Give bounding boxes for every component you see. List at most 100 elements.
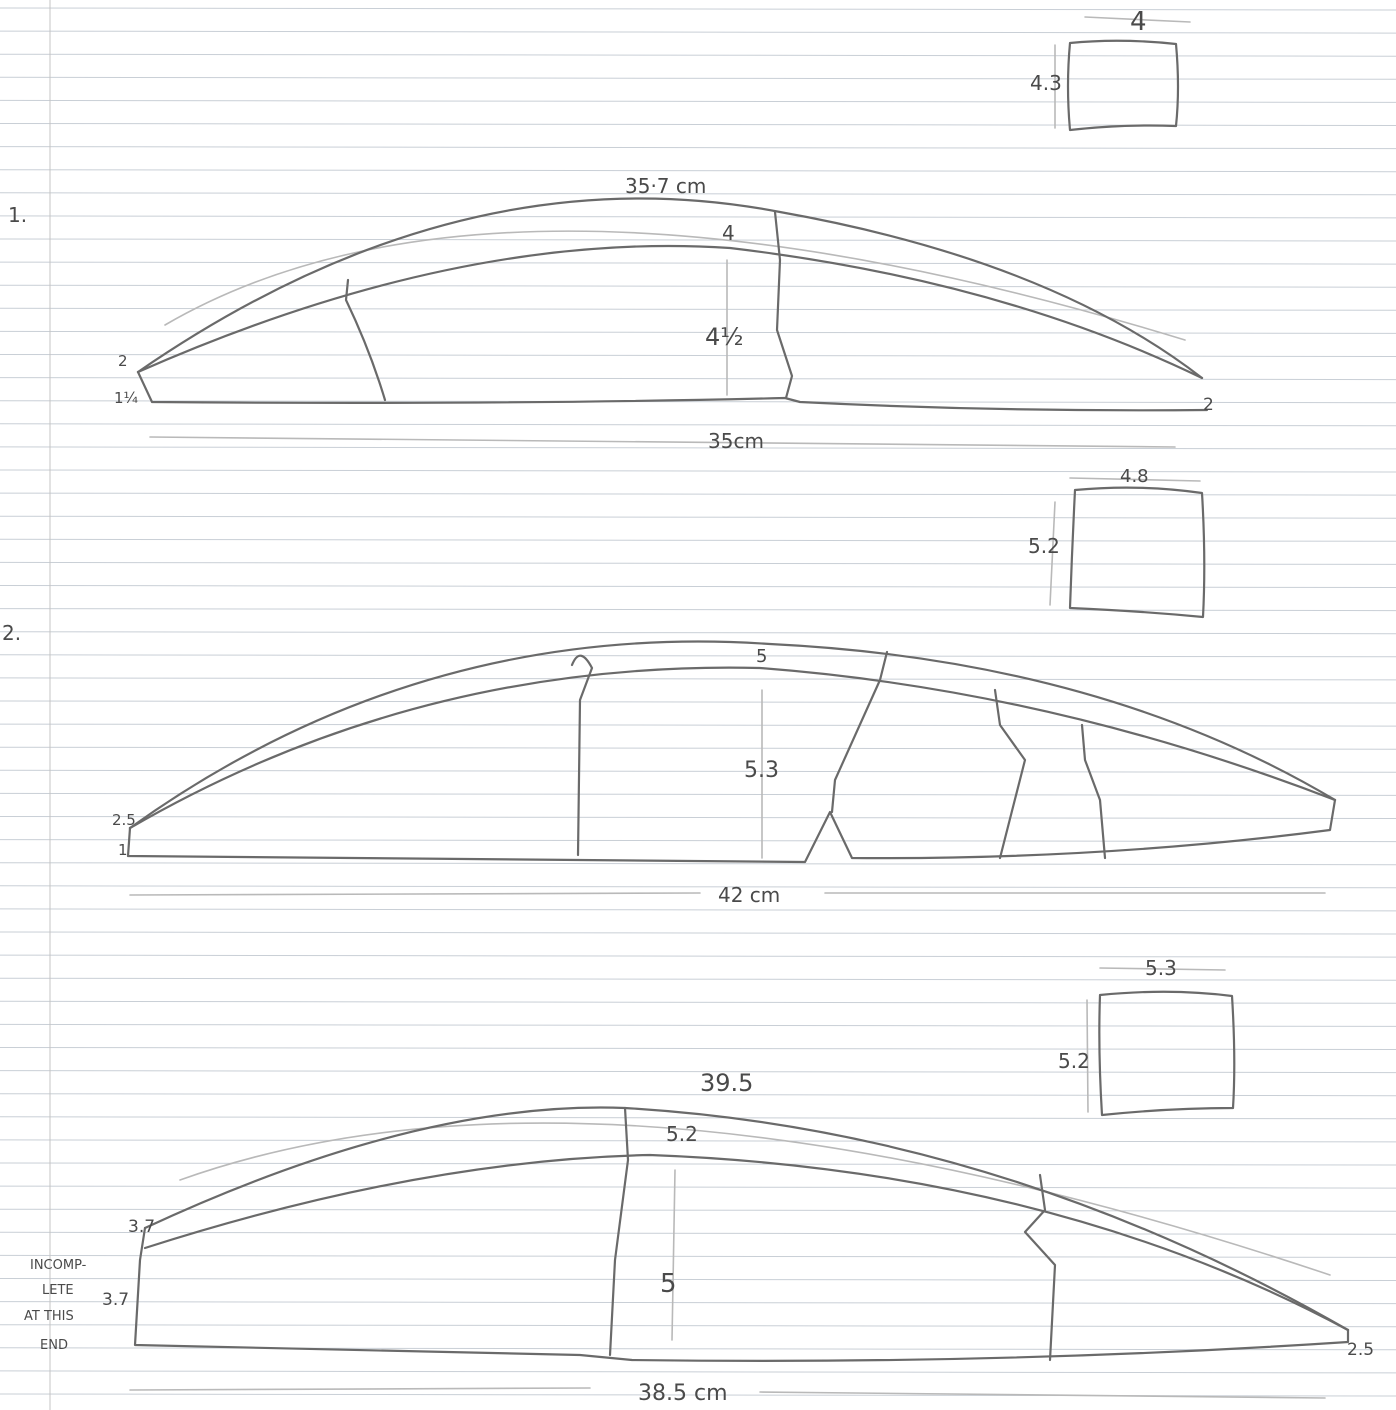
ruled-line [0,123,1396,126]
sketch-3-note-line: INCOMP- [30,1258,87,1273]
ruled-line [0,839,1396,843]
ruled-line [0,53,1396,57]
ruled-line [0,677,1396,681]
ruled-line [0,608,1396,612]
sketch-1-rim-thickness: 4 [722,221,735,245]
ruled-line [0,307,1396,311]
ruled-line [0,423,1396,427]
sketch-2-cross-section: 4.8 5.2 [1028,466,1206,619]
ruled-line [0,1000,1396,1004]
ruled-line [0,931,1396,935]
sketch-3-rim-thickness: 5.2 [666,1122,698,1146]
sketch-1-left-bottom: 1¼ [114,389,139,407]
ruled-line [0,76,1396,80]
sketch-3-right-end: 2.5 [1347,1340,1374,1360]
ruled-line [0,469,1396,473]
ruled-line [0,792,1396,796]
sketch-3-section-width: 5.3 [1145,956,1177,980]
sketch-1-base-length: 35cm [708,429,764,453]
sketch-3-note-line: LETE [42,1283,74,1298]
ruled-line [0,1162,1396,1166]
ruled-line [0,1185,1396,1189]
sketch-1-top-length: 35·7 cm [625,174,706,198]
ruled-line [0,977,1396,981]
sketch-3-left-side: 3.7 [102,1290,129,1310]
sketch-2-left-bottom: 1 [118,841,128,859]
sketch-2-number: 2. [2,621,21,645]
sketch-1-number: 1. [8,203,27,227]
ruled-line [0,330,1396,334]
ruled-line [0,354,1396,357]
ruled-line [0,885,1396,889]
ruled-line [0,631,1396,635]
ruled-line [0,515,1396,519]
ruled-line [0,1254,1396,1258]
ruled-line [0,954,1396,958]
ruled-line [0,654,1396,658]
ruled-line [0,7,1396,11]
ruled-line [0,700,1396,704]
ruled-line [0,192,1396,196]
ruled-line [0,261,1396,265]
ruled-line [0,1324,1396,1328]
ruled-line [0,99,1396,103]
sketch-2-left-top: 2.5 [112,811,136,829]
ruled-line [0,30,1396,34]
ruled-line [0,1301,1396,1305]
sketch-1-section-height: 4.3 [1030,71,1062,95]
ruled-line [0,1208,1396,1212]
sketch-3-body-height: 5 [660,1269,677,1299]
ruled-line [0,492,1396,496]
sketch-2-rim-thickness: 5 [756,646,767,667]
sketch-1-right-end: 2 [1203,395,1214,415]
sketch-1-left-top: 2 [118,352,128,370]
sketch-3-top-length: 39.5 [700,1069,753,1097]
sketch-2: 2. 4.8 5.2 5 5.3 2.5 1 42 cm [2,466,1337,907]
ruled-line [0,1047,1396,1050]
sketch-2-section-width: 4.8 [1120,466,1149,487]
ruled-line [0,1139,1396,1143]
sketch-3-base-length: 38.5 cm [638,1381,728,1406]
ruled-line [0,908,1396,912]
sketch-3-note: INCOMP- LETE AT THIS END [24,1258,87,1353]
ruled-line [0,585,1396,588]
ruled-line [0,1070,1396,1074]
ruled-line [0,746,1396,750]
ruled-line [0,400,1396,404]
ruled-line [0,446,1396,450]
sketch-1-cross-section: 4 4.3 [1030,7,1191,132]
ruled-line [0,769,1396,773]
ruled-line [0,169,1396,173]
sketch-2-profile [126,640,1337,896]
sketch-3-note-line: END [40,1338,68,1353]
ruled-line [0,862,1396,866]
ruled-line [0,284,1396,288]
ruled-line [0,816,1396,819]
sketch-2-body-height: 5.3 [744,758,779,783]
ruled-line [0,1347,1396,1351]
ruled-line [0,377,1396,381]
ruled-line [0,1093,1396,1097]
ruled-line [0,146,1396,150]
sketch-3-section-height: 5.2 [1058,1049,1090,1073]
sketch-3-profile [129,1106,1350,1399]
sketch-1-section-width: 4 [1130,7,1147,37]
sketch-3: 5.3 5.2 39.5 5.2 5 3.7 3.7 INCOMP- LETE … [24,956,1374,1406]
sketch-1-body-height: 4½ [705,323,744,351]
ruled-line [0,538,1396,542]
sketch-2-base-length: 42 cm [718,883,780,907]
ruled-line [0,1116,1396,1120]
sketch-1-profile [136,197,1209,448]
sketch-3-cross-section: 5.3 5.2 [1058,956,1236,1117]
sketch-3-left-top: 3.7 [128,1217,155,1237]
sketch-2-section-height: 5.2 [1028,534,1060,558]
sketch-3-note-line: AT THIS [24,1309,74,1324]
ruled-line [0,215,1396,219]
ruled-line [0,723,1396,727]
ruled-line [0,1278,1396,1281]
ruled-line [0,561,1396,565]
sketch-1: 1. 4 4.3 35·7 cm 4 4½ 2 1¼ 2 35cm [8,7,1214,453]
ruled-line [0,1231,1396,1235]
ruled-lines [0,7,1396,1397]
